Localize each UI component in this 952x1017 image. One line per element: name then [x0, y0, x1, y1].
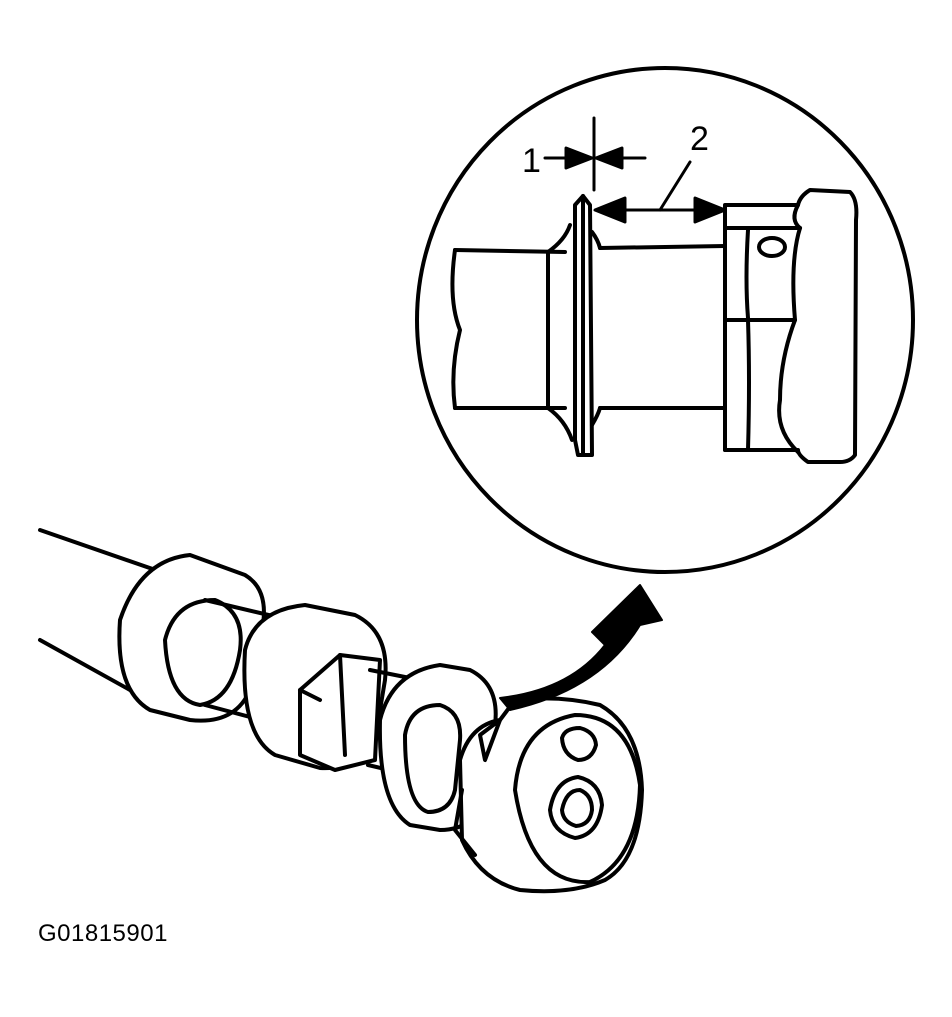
callout-1: 1 — [522, 142, 541, 180]
camshaft-body — [38, 528, 644, 894]
dimension-arrow-icon — [593, 196, 627, 224]
dimension-2 — [593, 160, 727, 224]
dimension-arrow-icon — [564, 146, 594, 170]
dimension-arrow-icon — [594, 146, 624, 170]
dimension-1 — [543, 116, 647, 192]
figure-id-code: G01815901 — [38, 920, 168, 947]
detail-view — [450, 188, 859, 464]
dimension-arrow-icon — [693, 196, 727, 224]
callout-2: 2 — [690, 120, 709, 158]
pointer-arrow-icon — [499, 584, 663, 711]
